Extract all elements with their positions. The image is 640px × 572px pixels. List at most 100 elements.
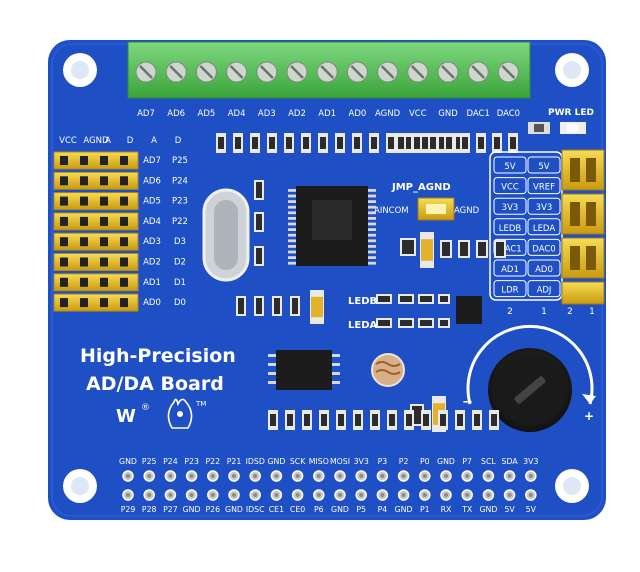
- gpio-top-label: MISO: [309, 457, 329, 466]
- terminal-label: AD6: [167, 109, 185, 119]
- gpio-bottom-label: RX: [441, 505, 452, 514]
- gpio-bottom-label: GND: [331, 505, 349, 514]
- terminal-label: AD5: [198, 109, 216, 119]
- gpio-bottom-label: TX: [461, 505, 473, 514]
- gpio-top-label: GND: [267, 457, 285, 466]
- left-a-label: AD0: [143, 298, 161, 308]
- pot-minus: −: [462, 395, 473, 410]
- svg-text:W: W: [116, 406, 136, 427]
- jmp-agnd-left: AINCOM: [374, 206, 409, 216]
- left-a-label: AD4: [143, 217, 161, 227]
- jumper-left-label: 5V: [504, 162, 515, 172]
- gpio-bottom-label: CE1: [269, 505, 284, 514]
- terminal-label: AD3: [258, 109, 276, 119]
- left-a-label: AD5: [143, 197, 161, 207]
- gpio-bottom-label: P1: [420, 505, 430, 514]
- left-a-label: AD7: [143, 156, 161, 166]
- jumper-right-label: AD0: [535, 265, 553, 275]
- gpio-bottom-label: GND: [183, 505, 201, 514]
- gpio-top-label: SDA: [502, 457, 519, 466]
- terminal-label: AD4: [228, 109, 246, 119]
- terminal-label: AD1: [318, 109, 336, 119]
- dac-chip: [456, 296, 482, 324]
- jumper-right-label: 3V3: [536, 203, 553, 213]
- terminal-label: DAC0: [497, 109, 520, 119]
- gpio-top-label: P2: [399, 457, 409, 466]
- gpio-bottom-label: P29: [121, 505, 136, 514]
- left-a-label: AD3: [143, 237, 161, 247]
- gpio-top-label: 3V3: [523, 457, 538, 466]
- jumper-right-label: DAC0: [532, 244, 555, 254]
- gpio-bottom-label: P28: [142, 505, 157, 514]
- jumper-right-label: LEDA: [533, 224, 556, 234]
- left-top-label: D: [175, 136, 182, 146]
- pcb-body: [48, 40, 606, 520]
- terminal-label: GND: [438, 109, 458, 119]
- left-d-label: D2: [174, 258, 186, 268]
- gpio-bottom-label: GND: [395, 505, 413, 514]
- smd-resistor-row-bottom: [268, 410, 499, 430]
- header-pin-row: [53, 253, 139, 271]
- left-d-label: P22: [172, 217, 188, 227]
- jumper-bottom-label: 1: [541, 307, 547, 317]
- gpio-top-label: P23: [184, 457, 199, 466]
- gpio-top-label: P24: [163, 457, 178, 466]
- header-pin-row: [53, 171, 139, 190]
- board-title-line1: High-Precision: [80, 345, 236, 367]
- jumper-left-label: 3V3: [502, 203, 519, 213]
- gpio-top-label: P22: [205, 457, 220, 466]
- left-a-label: AD1: [143, 278, 161, 288]
- gpio-top-label: MOSI: [330, 457, 350, 466]
- terminal-label: AGND: [375, 109, 401, 119]
- left-top-label: AGND: [83, 136, 109, 146]
- header-pin-row: [53, 151, 139, 170]
- jumper-left-label: AD1: [501, 265, 519, 275]
- left-d-label: D0: [174, 298, 186, 308]
- header-pin-row: [53, 232, 139, 251]
- soic-chip: [268, 350, 340, 390]
- gpio-pin-header: [122, 470, 537, 501]
- left-top-label: A: [151, 136, 157, 146]
- gpio-bottom-label: 5V: [504, 505, 515, 514]
- gpio-top-label: P25: [142, 457, 157, 466]
- leda-label: LEDA: [348, 320, 378, 331]
- svg-text:®: ®: [141, 403, 150, 413]
- pot-plus: +: [584, 409, 594, 423]
- pwr-led-label: PWR LED: [548, 108, 594, 118]
- gpio-top-label: P0: [420, 457, 430, 466]
- crystal: [202, 188, 250, 282]
- left-d-label: D3: [174, 237, 186, 247]
- jumper-left-label: LDR: [501, 286, 518, 296]
- passive-components: [236, 180, 506, 432]
- adc-chip: [288, 186, 376, 266]
- gpio-top-label: P21: [227, 457, 242, 466]
- left-a-label: AD2: [143, 258, 161, 268]
- gpio-top-label: IDSD: [246, 457, 265, 466]
- left-a-label: AD6: [143, 176, 161, 186]
- jumper-bottom-label: 2: [507, 307, 513, 317]
- jmp-agnd-label: JMP_AGND: [391, 182, 451, 193]
- jumper-bottom-label: 1: [589, 307, 595, 317]
- jumper-left-label: VCC: [501, 183, 519, 193]
- left-d-label: D1: [174, 278, 186, 288]
- gpio-bottom-label: IDSC: [246, 505, 265, 514]
- header-pin-row: [53, 212, 139, 231]
- gpio-top-label: GND: [119, 457, 137, 466]
- left-pin-header: [53, 151, 139, 312]
- gpio-bottom-label: P6: [314, 505, 324, 514]
- gpio-top-label: GND: [437, 457, 455, 466]
- gpio-bottom-label: 5V: [526, 505, 537, 514]
- header-pin-row: [53, 273, 139, 292]
- jumper-left-label: DAC1: [498, 244, 521, 254]
- terminal-label: DAC1: [466, 109, 489, 119]
- right-jumpers: [561, 149, 605, 305]
- terminal-label: AD7: [137, 109, 155, 119]
- left-top-label: A: [105, 136, 111, 146]
- ledb-label: LEDB: [348, 296, 377, 307]
